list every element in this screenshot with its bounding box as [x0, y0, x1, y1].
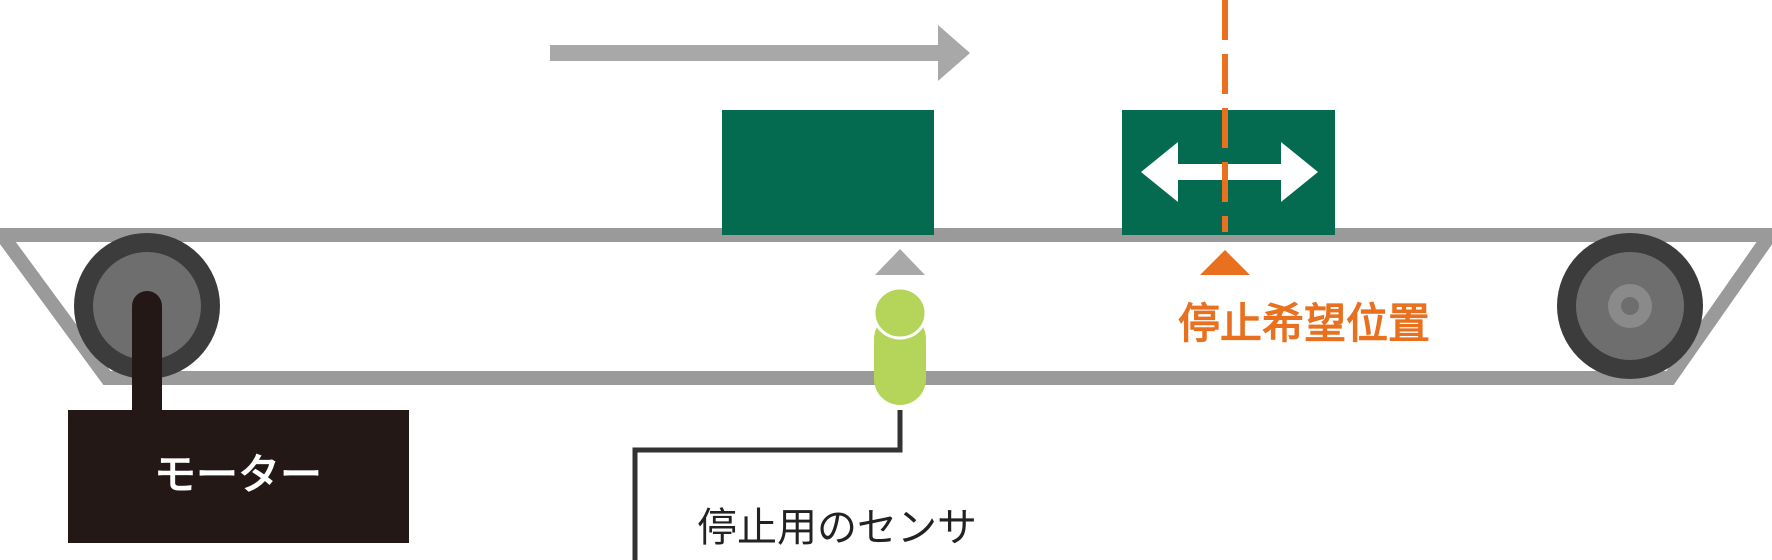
direction-arrow-icon [550, 25, 970, 81]
box-moving [722, 110, 934, 235]
motor-label: モーター [154, 450, 322, 499]
target-marker-icon [1200, 250, 1250, 275]
sensor-cable [632, 410, 903, 560]
stop-sensor-label: 停止用のセンサ [697, 505, 977, 551]
motor-body [68, 410, 409, 543]
double-arrow-horizontal-icon [1141, 142, 1318, 202]
stop-sensor [872, 286, 928, 405]
right-roller [1557, 233, 1703, 379]
target-stop-position-label: 停止希望位置 [1178, 299, 1430, 348]
sensor-marker-icon [875, 249, 925, 275]
